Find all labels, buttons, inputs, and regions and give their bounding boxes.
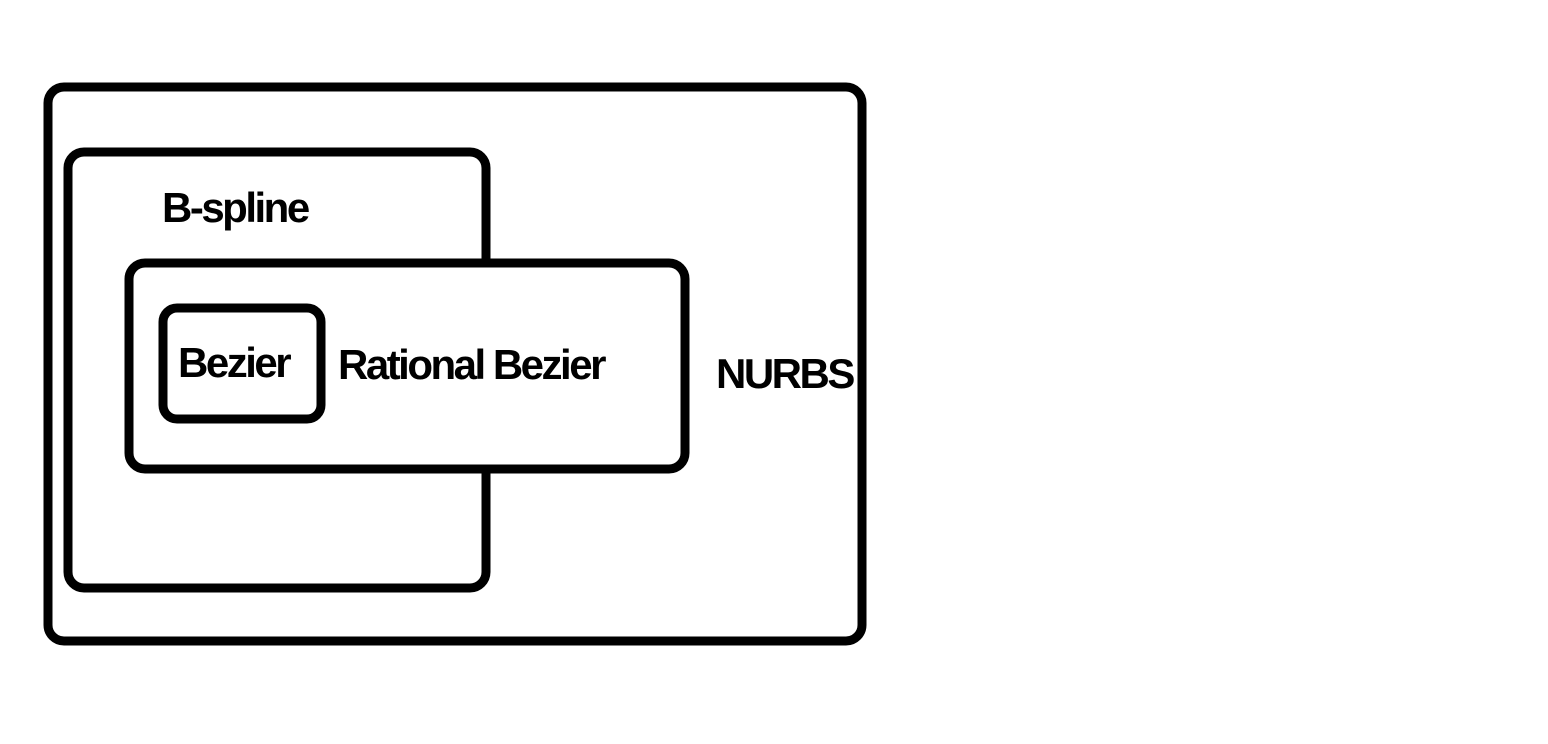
bezier-box <box>158 303 326 424</box>
nurbs-box <box>43 82 867 646</box>
nurbs-label: NURBS <box>716 350 854 397</box>
bezier-label: Bezier <box>178 339 291 386</box>
rational-bezier-label: Rational Bezier <box>338 341 606 388</box>
bspline-label: B-spline <box>162 184 309 231</box>
